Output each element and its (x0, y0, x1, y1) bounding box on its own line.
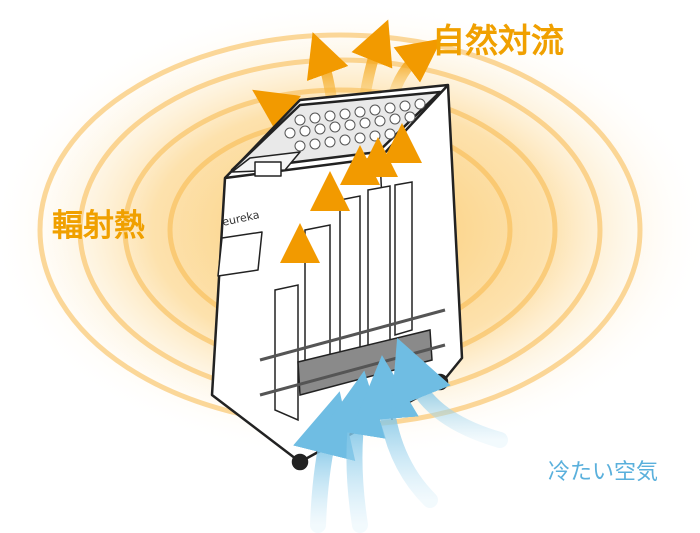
natural-convection-label: 自然対流 (432, 21, 564, 60)
display-screen (254, 161, 282, 177)
cold-air-arrows (293, 337, 508, 533)
cold-air-label: 冷たい空気 (548, 460, 659, 485)
radiant-heat-label: 輻射熱 (52, 208, 145, 244)
vent-window (217, 231, 263, 277)
fin-heat-arrows (280, 123, 422, 305)
